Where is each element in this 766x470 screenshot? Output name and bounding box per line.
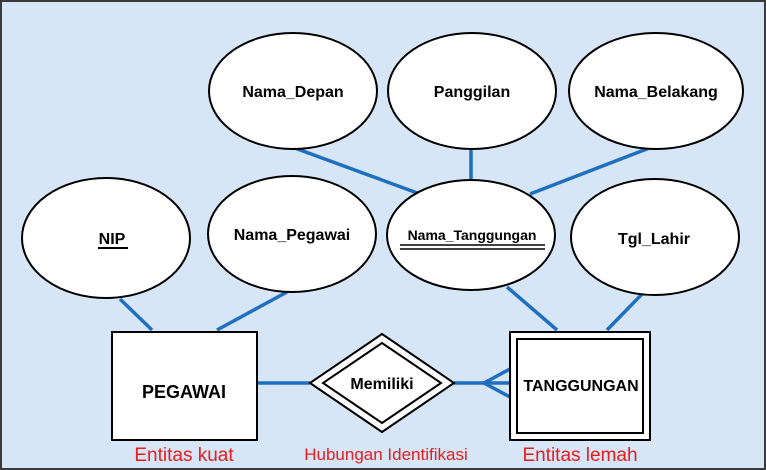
connector-nama-pegawai: [216, 290, 288, 332]
connectors: [118, 145, 653, 399]
connector-tgl-lahir: [605, 290, 646, 332]
label-nama-tanggungan: Nama_Tanggungan: [408, 227, 537, 243]
label-panggilan: Panggilan: [434, 84, 510, 101]
attribute-panggilan: [387, 32, 557, 150]
crowfoot-upper: [483, 367, 511, 385]
label-tgl-lahir: Tgl_Lahir: [618, 231, 690, 248]
attribute-nama-tanggungan: [386, 179, 556, 291]
label-nama-belakang: Nama_Belakang: [594, 84, 718, 101]
attribute-nama-pegawai: [207, 175, 377, 293]
label-nama-depan: Nama_Depan: [242, 84, 343, 101]
label-memiliki: Memiliki: [350, 376, 413, 393]
caption-entitas-lemah: Entitas lemah: [522, 445, 637, 466]
caption-hubungan-identifikasi: Hubungan Identifikasi: [304, 445, 468, 464]
connector-nama-depan: [291, 145, 421, 196]
label-nip: NIP: [99, 231, 126, 248]
label-pegawai: PEGAWAI: [142, 382, 226, 402]
caption-entitas-kuat: Entitas kuat: [134, 445, 234, 466]
connector-nama-tanggungan: [505, 285, 559, 332]
label-tanggungan: TANGGUNGAN: [523, 378, 638, 395]
attribute-nama-depan: [208, 32, 378, 150]
attribute-nama-belakang: [568, 32, 744, 150]
connector-nip: [118, 297, 154, 332]
attribute-tgl-lahir: [570, 178, 740, 296]
label-nama-pegawai: Nama_Pegawai: [234, 227, 351, 244]
crowfoot-lower: [483, 381, 511, 399]
entity-tanggungan-inner: [516, 338, 644, 434]
relationship-memiliki-outer: [308, 332, 456, 434]
attribute-nip: [21, 177, 191, 299]
relationship-memiliki-inner: [321, 341, 443, 425]
entity-tanggungan-outer: [509, 331, 651, 441]
connector-nama-belakang: [529, 145, 653, 196]
entity-pegawai: [111, 331, 258, 441]
